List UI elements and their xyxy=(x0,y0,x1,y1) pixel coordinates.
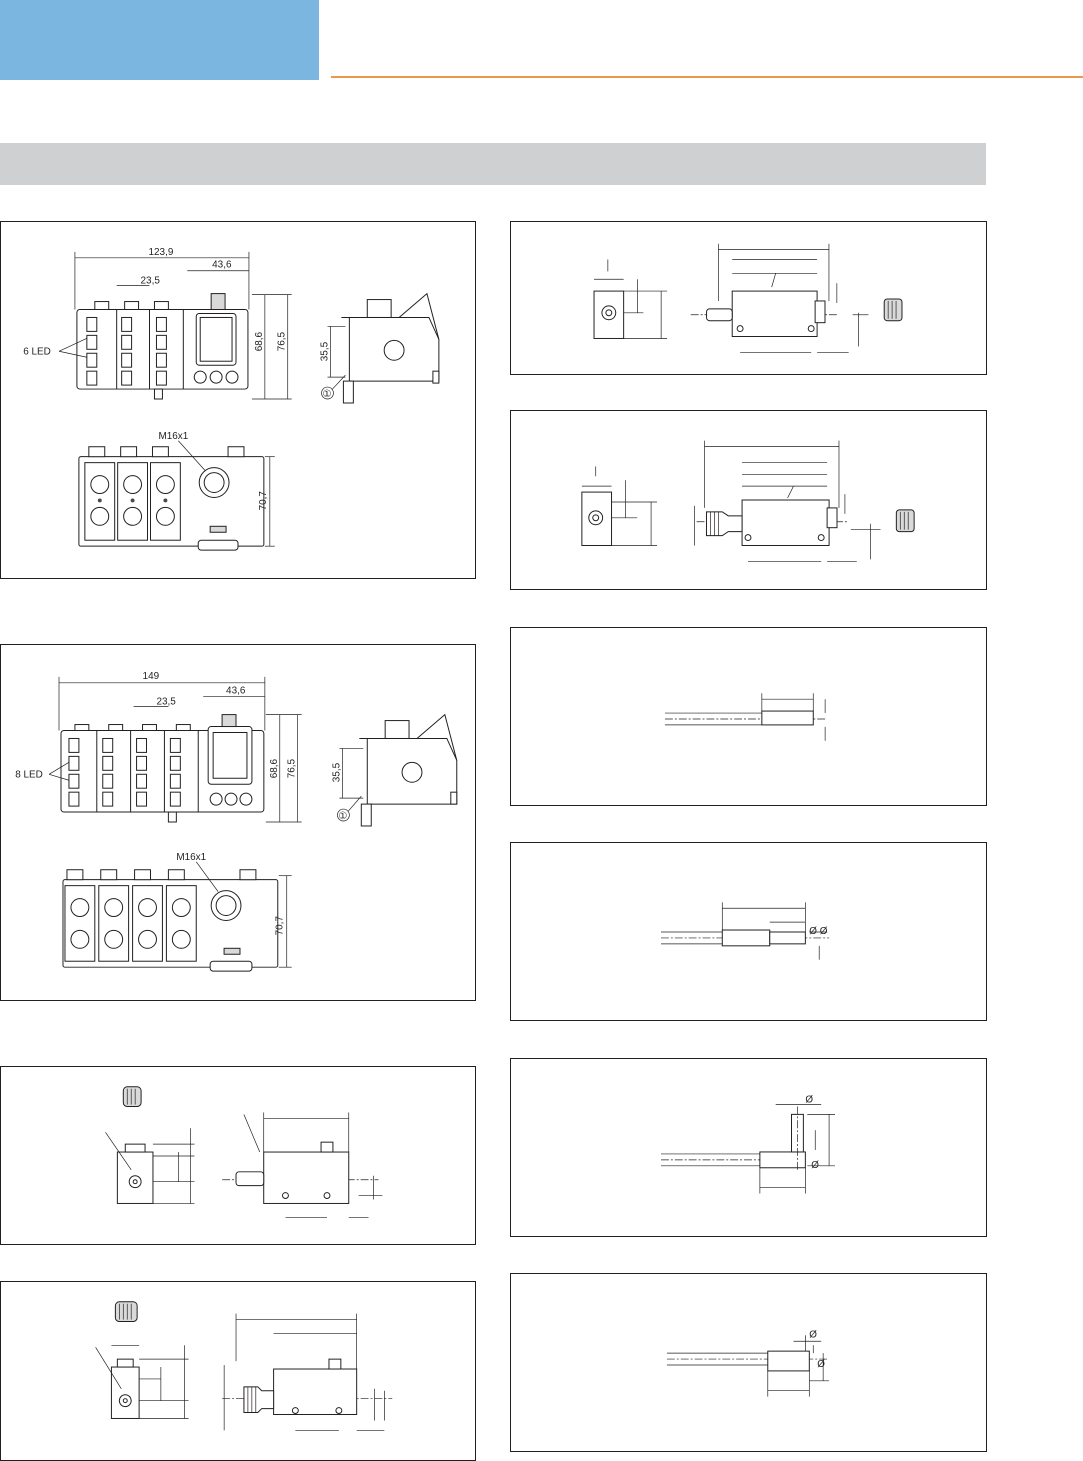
dim-height-1: 68,6 xyxy=(254,331,265,351)
drawing-panel-sensor-c xyxy=(510,221,987,375)
dim-rail: 35,5 xyxy=(319,341,330,361)
dim-pitch: 23,5 xyxy=(156,697,176,708)
drawing-panel-angled-probe: Ø Ø xyxy=(510,1058,987,1237)
drawing-panel-sleeve-a xyxy=(510,627,987,806)
connector-label: M16x1 xyxy=(158,431,188,442)
dim-rail: 35,5 xyxy=(331,762,342,782)
drawing-panel-straight-probe: Ø Ø xyxy=(510,1273,987,1452)
sensor-end-view xyxy=(116,1151,154,1204)
sleeve-body xyxy=(761,710,814,726)
dim-display: 43,6 xyxy=(212,260,232,271)
angled-probe-body xyxy=(759,1151,806,1169)
button-ok-icon xyxy=(209,370,223,384)
led-column-1 xyxy=(86,316,98,386)
sensor-end-view xyxy=(593,290,625,339)
module-bottom-view xyxy=(78,456,265,547)
button-down-icon xyxy=(239,792,253,806)
knurled-adjuster-icon xyxy=(883,298,903,322)
drawing-panel-sensor-d xyxy=(510,410,987,590)
sensor-end-view xyxy=(110,1366,140,1419)
button-up-icon xyxy=(193,370,207,384)
module-side-view xyxy=(341,316,440,382)
display-window xyxy=(207,726,253,785)
dim-height-2: 76,5 xyxy=(287,758,298,778)
section-color-tab xyxy=(0,0,319,80)
diameter-symbols: Ø Ø xyxy=(809,926,827,937)
drawing-panel-sensor-b xyxy=(0,1281,476,1461)
dim-display: 43,6 xyxy=(226,686,246,697)
connector-label: M16x1 xyxy=(176,852,206,863)
sensor-side-view xyxy=(741,499,830,546)
dim-pitch: 23,5 xyxy=(141,276,161,287)
dim-depth: 70,7 xyxy=(258,491,269,511)
diameter-side: Ø xyxy=(817,1359,825,1370)
callout-1: ① xyxy=(323,389,332,400)
dim-height-2: 76,5 xyxy=(277,331,288,351)
dim-height-1: 68,6 xyxy=(269,758,280,778)
drawing-panel-module-8: 149 23,5 43,6 8 LED 68,6 76,5 35,5 ① xyxy=(0,644,476,1001)
button-ok-icon xyxy=(224,792,238,806)
diameter-top: Ø xyxy=(805,1095,813,1106)
sensor-side-view xyxy=(263,1151,350,1204)
dim-width: 123,9 xyxy=(149,247,174,258)
button-up-icon xyxy=(209,792,223,806)
m16-connector-icon xyxy=(198,467,230,498)
header-rule xyxy=(331,76,1083,78)
knurled-adjuster-icon xyxy=(114,1301,138,1323)
dim-depth: 70,7 xyxy=(275,916,286,936)
diameter-side: Ø xyxy=(811,1160,819,1171)
m16-connector-icon xyxy=(210,890,242,921)
sensor-side-view xyxy=(273,1368,358,1416)
diameter-top: Ø xyxy=(809,1329,817,1340)
module-side-view xyxy=(359,737,458,805)
drawing-panel-sleeve-b: Ø Ø xyxy=(510,842,987,1021)
knurled-adjuster-icon xyxy=(122,1086,142,1108)
drawing-panel-module-6: 123,9 23,5 43,6 6 LED 68,6 76,5 35,5 xyxy=(0,221,476,579)
knurled-adjuster-icon xyxy=(895,509,915,533)
sleeve-body xyxy=(721,929,771,947)
led-label: 8 LED xyxy=(15,769,43,780)
sensor-side-view xyxy=(731,290,818,337)
straight-probe-body xyxy=(767,1350,810,1372)
display-window xyxy=(195,312,237,366)
button-down-icon xyxy=(225,370,239,384)
callout-1: ① xyxy=(338,811,347,822)
drawing-panel-sensor-a xyxy=(0,1066,476,1245)
section-title-band xyxy=(0,143,986,185)
dim-width: 149 xyxy=(143,671,160,682)
sensor-end-view xyxy=(581,491,613,546)
led-label: 6 LED xyxy=(23,346,51,357)
